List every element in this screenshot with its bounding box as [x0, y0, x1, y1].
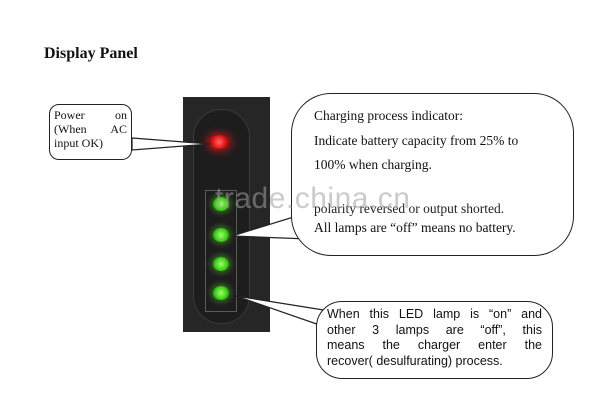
callout-line: All lamps are “off” means no battery. [314, 216, 561, 241]
callout-line: Charging process indicator: [314, 104, 561, 129]
callout-line: Power on [54, 108, 127, 122]
callout-line: 100% when charging. [314, 153, 561, 178]
callout-line: When this LED lamp is “on” and [327, 307, 542, 323]
power-callout: Power on (When AC input OK) [49, 104, 132, 160]
callout-line: means the charger enter the [327, 338, 542, 354]
callout-line: recover( desulfurating) process. [327, 354, 542, 370]
callout-line: other 3 lamps are “off”, this [327, 323, 542, 339]
recover-callout: When this LED lamp is “on” and other 3 l… [316, 301, 553, 379]
charging-callout: Charging process indicator: Indicate bat… [291, 93, 574, 256]
callout-line: Indicate battery capacity from 25% to [314, 129, 561, 154]
power-pointer [132, 138, 210, 150]
callout-line: input OK) [54, 136, 127, 150]
callout-line: (When AC [54, 122, 127, 136]
watermark: trade.china.cn [215, 182, 410, 216]
